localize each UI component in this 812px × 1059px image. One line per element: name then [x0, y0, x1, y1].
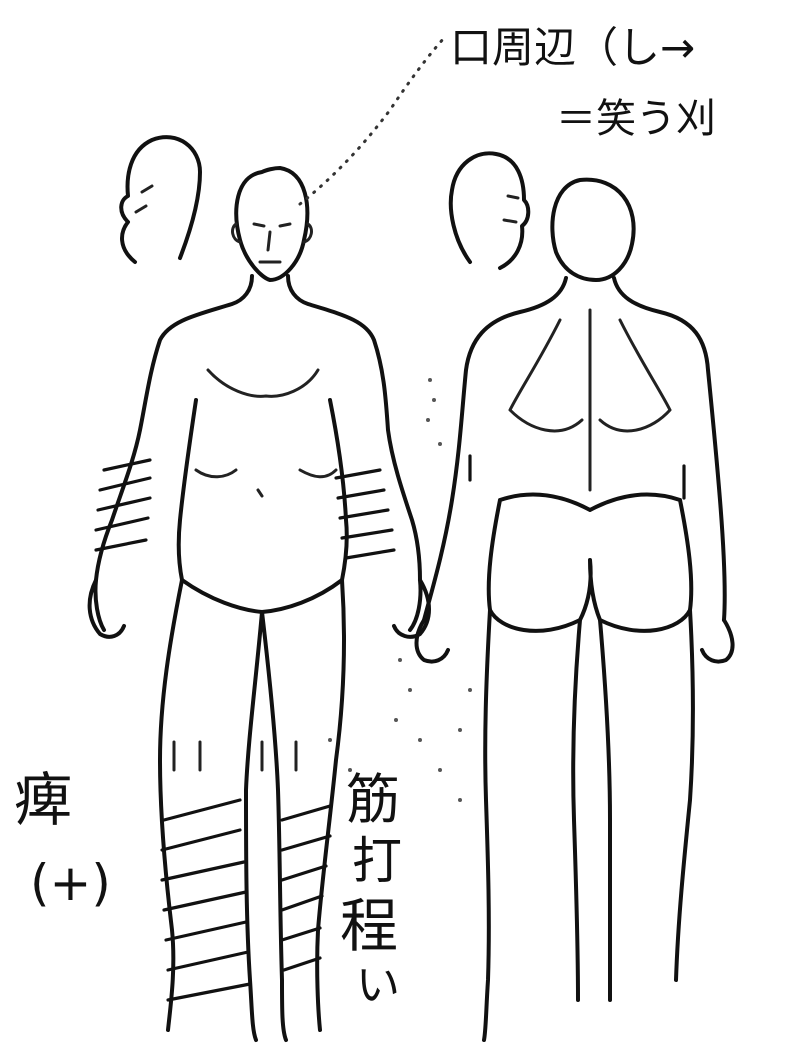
- perioral-note-line2: ＝笑う刈: [556, 96, 716, 142]
- right-leg-note-line2: 打: [352, 832, 402, 890]
- stippling: [328, 378, 472, 802]
- back-view-figure: [417, 153, 733, 1040]
- right-leg-note-line4: い: [356, 960, 400, 1011]
- forearm-hatching: [96, 460, 394, 558]
- left-leg-note-glyph: 痺: [14, 766, 72, 834]
- right-leg-note: 筋 打 程 い: [340, 768, 402, 1011]
- front-torso: [95, 276, 420, 630]
- front-profile-head: [121, 137, 200, 262]
- right-leg-note-line1: 筋: [346, 768, 400, 831]
- left-leg-note: 痺 (+): [14, 766, 111, 912]
- left-leg-note-sign: (+): [30, 854, 111, 912]
- perioral-note: 口周辺（し→ ＝笑う刈: [450, 23, 716, 142]
- back-profile-head: [451, 153, 528, 268]
- back-legs: [484, 610, 693, 1040]
- right-leg-note-line3: 程: [340, 892, 398, 960]
- perioral-leader: [300, 38, 444, 204]
- perioral-note-line1: 口周辺（し→: [450, 23, 695, 72]
- back-head: [552, 180, 633, 280]
